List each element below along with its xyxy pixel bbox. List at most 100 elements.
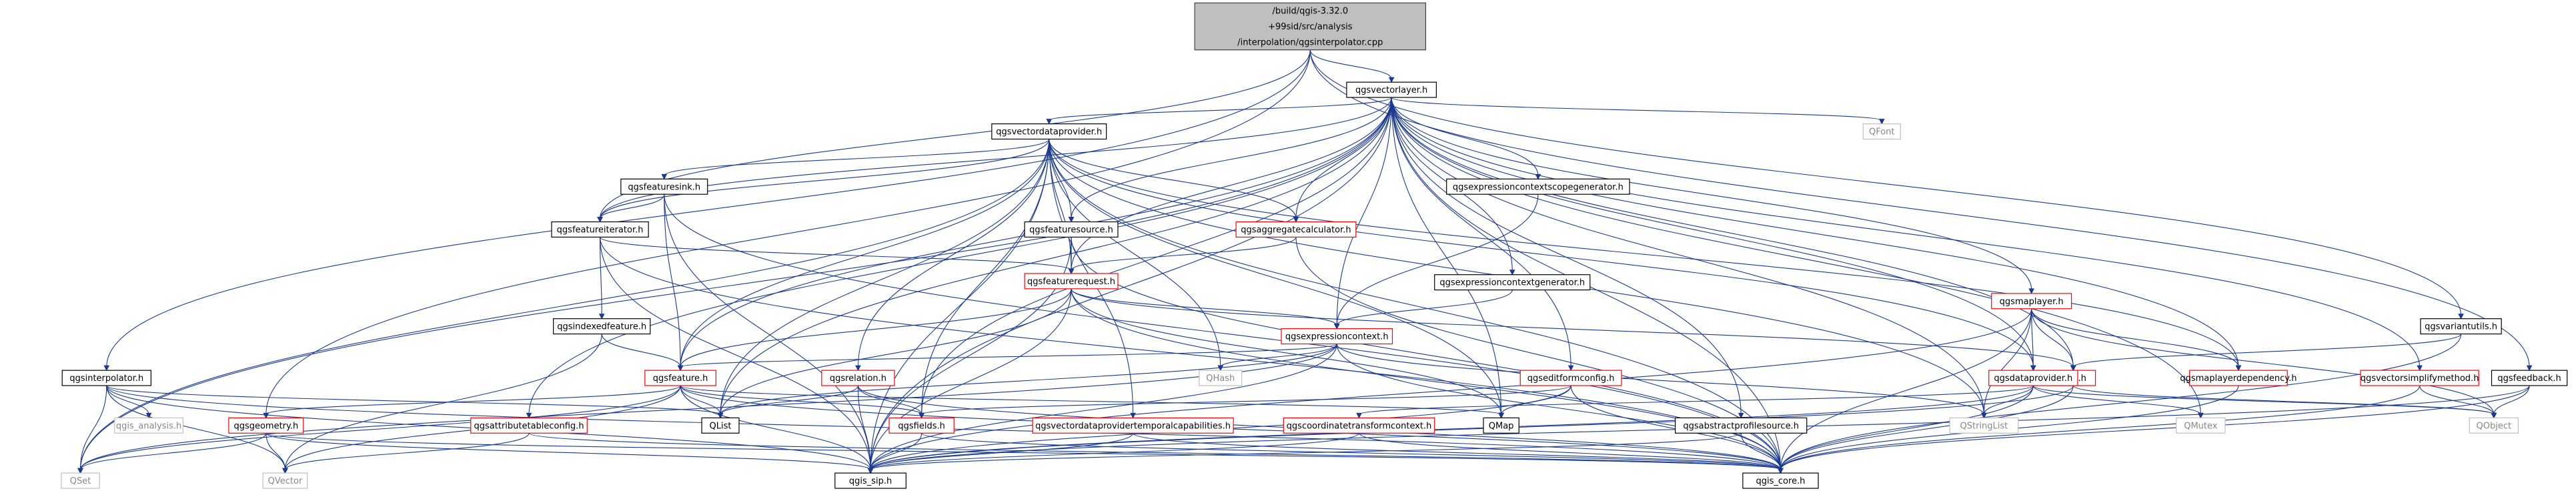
- edge-line: [1391, 97, 1539, 176]
- node-label: QObject: [2477, 421, 2512, 431]
- node-atc[interactable]: qgsattributetableconfig.h: [470, 417, 588, 434]
- edge-line: [265, 432, 1781, 470]
- node-label: QStringList: [1960, 421, 2008, 431]
- node-qhash[interactable]: QHash: [1199, 370, 1243, 386]
- node-label: qgsfeaturesource.h: [1029, 225, 1113, 235]
- edge-vl-to-vsm: [1391, 97, 2423, 372]
- node-core[interactable]: qgis_core.h: [1742, 472, 1819, 489]
- edge-dp-to-qsl: [1981, 385, 2034, 419]
- edge-line: [664, 194, 681, 368]
- node-qlist[interactable]: QList: [701, 417, 740, 434]
- edge-vl-to-efc: [1391, 97, 1574, 372]
- edge-arrowhead: [1567, 365, 1574, 372]
- node-agg[interactable]: qgsaggregatecalculator.h: [1235, 221, 1357, 238]
- node-qvec[interactable]: QVector: [262, 472, 308, 489]
- node-vl[interactable]: qgsvectorlayer.h: [1346, 81, 1437, 98]
- node-qfont[interactable]: QFont: [1862, 123, 1901, 140]
- edge-vu-to-core: [1778, 334, 2462, 474]
- edge-line: [1071, 288, 2074, 368]
- edge-line: [2031, 308, 2034, 368]
- edge-vl-to-qset: [77, 97, 1392, 474]
- node-label: qgseditformconfig.h: [1527, 374, 1615, 384]
- edge-vl-to-qgis: [1391, 97, 2076, 372]
- edge-vdtc-to-core: [1133, 432, 1784, 474]
- edge-line: [265, 433, 286, 470]
- node-vdp[interactable]: qgsvectordataprovider.h: [991, 123, 1107, 140]
- node-feat[interactable]: qgsfeature.h: [644, 370, 716, 386]
- edge-line: [1049, 139, 1781, 470]
- node-box: [2420, 318, 2502, 335]
- edge-arrowhead: [918, 412, 924, 419]
- node-ecg[interactable]: qgsexpressioncontextgenerator.h: [1434, 274, 1591, 291]
- edge-line: [680, 344, 1337, 368]
- node-rel[interactable]: qgsrelation.h: [821, 370, 895, 386]
- edge-feat-to-geom: [263, 385, 681, 419]
- edge-line: [265, 385, 681, 415]
- edge-line: [106, 385, 149, 415]
- node-vu[interactable]: qgsvariantutils.h: [2420, 318, 2502, 335]
- edge-arrowhead: [2526, 365, 2533, 372]
- node-ec[interactable]: qgsexpressioncontext.h: [1281, 328, 1393, 345]
- node-vdtc[interactable]: qgsvectordataprovidertemporalcapabilitie…: [1032, 417, 1234, 434]
- edge-root-to-fb: [1309, 49, 2533, 372]
- edge-efc-to-fields: [918, 385, 1571, 419]
- edge-line: [720, 288, 1072, 415]
- edge-dp-to-ctc: [1356, 385, 2034, 419]
- edge-line: [1336, 344, 1984, 415]
- node-geom[interactable]: qgsgeometry.h: [228, 417, 304, 434]
- node-freq[interactable]: qgsfeaturerequest.h: [1024, 273, 1119, 290]
- node-box: [1032, 417, 1234, 434]
- node-qset[interactable]: QSet: [61, 472, 100, 489]
- edge-efc-to-qmap: [1498, 385, 1571, 419]
- node-src[interactable]: qgsfeaturesource.h: [1024, 221, 1119, 238]
- node-fb[interactable]: qgsfeedback.h: [2491, 370, 2568, 386]
- edge-line: [720, 344, 1337, 415]
- node-sip[interactable]: qgis_sip.h: [834, 472, 906, 489]
- node-vsm[interactable]: qgsvectorsimplifymethod.h: [2360, 370, 2479, 386]
- node-qmap[interactable]: QMap: [1483, 417, 1519, 434]
- edge-arrowhead: [598, 314, 605, 320]
- node-efc[interactable]: qgseditformconfig.h: [1519, 370, 1622, 386]
- node-qana[interactable]: qgis_analysis.h: [114, 417, 183, 434]
- edge-vl-to-qsl: [1391, 97, 1987, 419]
- node-ctc[interactable]: qgscoordinatetransformcontext.h: [1283, 417, 1435, 434]
- node-box: [888, 417, 954, 434]
- node-box: [470, 417, 588, 434]
- edge-freq-to-qmap: [1071, 288, 1504, 419]
- node-idx[interactable]: qgsindexedfeature.h: [553, 318, 651, 335]
- node-box: [1235, 221, 1357, 238]
- node-qmutex[interactable]: QMutex: [2176, 417, 2226, 434]
- node-ml[interactable]: qgsmaplayer.h: [1991, 293, 2072, 310]
- node-box: [1675, 417, 1808, 434]
- node-qsl[interactable]: QStringList: [1949, 417, 2019, 434]
- node-aps[interactable]: qgsabstractprofilesource.h: [1675, 417, 1808, 434]
- node-box: [1519, 370, 1622, 386]
- node-label: qgis_analysis.h: [116, 421, 181, 431]
- node-mld[interactable]: qgsmaplayerdependency.h: [2180, 370, 2297, 386]
- node-interp[interactable]: qgsinterpolator.h: [61, 370, 151, 386]
- edge-line: [106, 386, 286, 470]
- node-dp[interactable]: qgsdataprovider.h: [1988, 370, 2078, 386]
- node-fields[interactable]: qgsfields.h: [888, 417, 954, 434]
- edge-line: [857, 139, 1050, 368]
- node-box: [644, 370, 716, 386]
- node-iter[interactable]: qgsfeatureiterator.h: [551, 221, 649, 238]
- edge-line: [870, 344, 1337, 470]
- edge-line: [528, 432, 1781, 470]
- node-box: [2176, 417, 2226, 434]
- edge-line: [680, 139, 1050, 368]
- edge-line: [664, 194, 1781, 470]
- edge-line: [857, 386, 871, 470]
- edge-line: [1049, 139, 1297, 219]
- edge-line: [2032, 385, 2495, 415]
- edge-line: [1983, 308, 2032, 415]
- edge-line: [870, 432, 1360, 470]
- edge-line: [1391, 97, 2201, 415]
- edge-line: [1133, 432, 1781, 470]
- edge-arrowhead: [1981, 412, 1987, 419]
- node-sink[interactable]: qgsfeaturesink.h: [620, 178, 708, 195]
- node-qobj[interactable]: QObject: [2469, 417, 2519, 434]
- edge-ec-to-qsl: [1336, 344, 1987, 419]
- edge-vdp-to-sink: [661, 139, 1050, 180]
- node-ecsg[interactable]: qgsexpressioncontextscopegenerator.h: [1446, 178, 1630, 195]
